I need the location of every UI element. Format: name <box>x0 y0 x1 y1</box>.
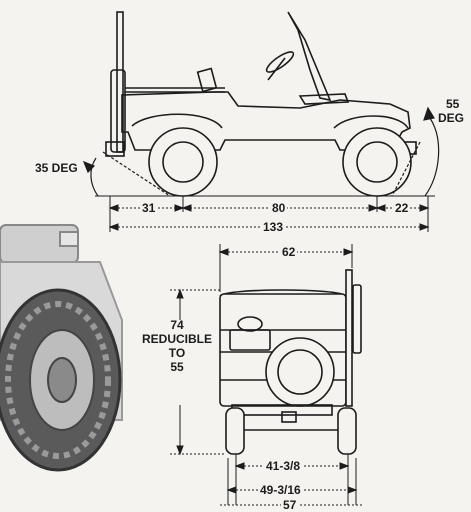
wheelbase-label: 80 <box>270 201 288 215</box>
approach-angle-label: 35 DEG <box>33 161 80 175</box>
photo-fragment <box>0 224 123 472</box>
height-note-to: TO <box>168 346 186 360</box>
side-dimensions <box>108 196 430 232</box>
height-label-block: 74 REDUCIBLE TO 55 <box>135 318 219 374</box>
overall-length-label: 133 <box>261 220 286 234</box>
overall-width-label: 62 <box>280 245 298 259</box>
departure-angle-value: 55 <box>444 97 462 111</box>
departure-angle-unit: DEG <box>436 111 467 125</box>
rear-overhang-label: 22 <box>393 201 411 215</box>
side-view <box>95 11 435 197</box>
tread-width-label: 41-3/8 <box>264 459 303 473</box>
front-overhang-label: 31 <box>140 201 158 215</box>
height-value: 74 <box>170 318 184 332</box>
angle-lines <box>82 106 440 197</box>
width-at-tires-label: 49-3/16 <box>258 483 303 497</box>
height-reduced-value: 55 <box>170 360 184 374</box>
bottom-width-label: 57 <box>281 498 299 512</box>
height-note-reducible: REDUCIBLE <box>141 332 212 346</box>
rear-view <box>219 269 362 455</box>
